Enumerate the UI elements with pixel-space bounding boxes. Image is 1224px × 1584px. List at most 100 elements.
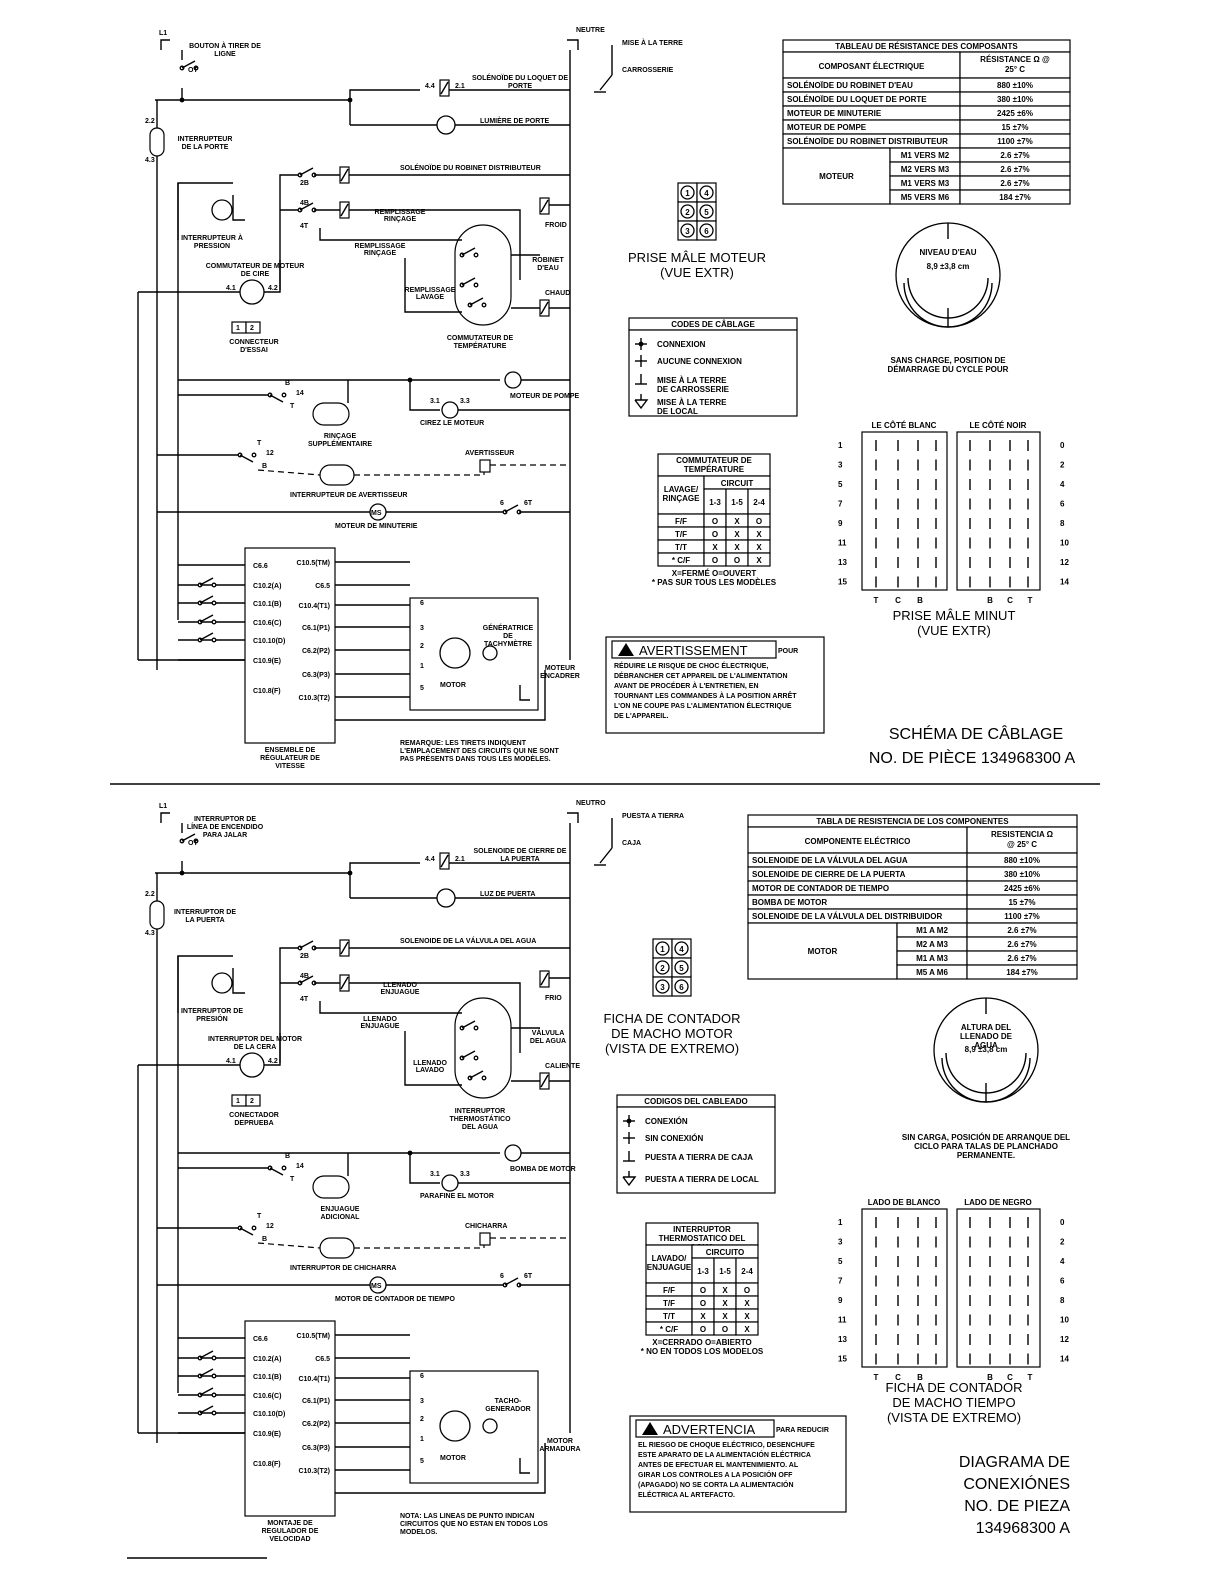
timer-white-label: LADO DE BLANCO [868,1198,940,1207]
timer-left-num: 13 [838,1335,847,1344]
res-table-col1: COMPOSANT ÉLECTRIQUE [819,62,925,71]
warning-line: AVANT DE PROCÉDER À L'ENTRETIEN, EN [614,681,759,690]
switch-blade [181,833,196,842]
timer-white-side [861,431,948,591]
switch-contact [211,582,217,588]
contact-t: T [290,1176,295,1183]
timer-bottom-left: B [917,596,923,605]
contact-t-2: T [257,1213,262,1220]
res-motor-label: MOTEUR [819,172,854,181]
contact-4t: 4T [300,996,309,1003]
extra-rinse-switch [312,402,350,426]
regulator-left-2: C10.1(B) [253,601,281,608]
timer-right-num: 10 [1060,1316,1069,1325]
temp-contact-3 [459,247,479,258]
motor-ground [519,685,530,701]
temp-val: X [734,517,740,526]
timer-right-num: 10 [1060,539,1069,548]
switch-blade [504,1277,519,1286]
warning-lead: PARA REDUCIR [776,1427,829,1434]
switch-4b [297,975,317,986]
res-motor-value: 2.6 ±7% [1007,954,1036,963]
pin-2: 2 [250,325,254,332]
door-switch [149,900,165,930]
res-row-name: SOLÉNOÏDE DU ROBINET D'EAU [787,81,913,90]
switch-blade [299,975,314,984]
plug-pin-circle [680,204,695,219]
res-row-value: 880 ±10% [1004,856,1040,865]
regulator-left-5: C10.9(E) [253,658,281,665]
timer-left-num: 15 [838,578,847,587]
switch-12 [237,1225,257,1236]
switch-blade [199,1387,214,1396]
switch-contact [251,1225,257,1231]
temp-col-1: 1-5 [731,498,743,507]
dispenser-wire [279,947,300,1063]
temp-foot1: X=FERMÉ O=OUVERT [672,569,757,578]
res-motor-cell [747,922,898,980]
timer-right-num: 12 [1060,558,1069,567]
ms-label: MS [371,1283,382,1290]
buzzer-switch-label: INTERRUPTEUR DE AVERTISSEUR [290,492,407,499]
regulator-right-0: C10.5(TM) [297,1333,330,1340]
temp-val: X [744,1325,750,1334]
res-row-name: SOLÉNOÏDE DU LOQUET DE PORTE [787,95,927,104]
timer-bottom-right: C [1007,596,1013,605]
switch-contact [211,1373,217,1379]
hot-label: CALIENTE [545,1063,580,1070]
ms-label: MS [371,510,382,517]
switch-contact [281,392,287,398]
regulator-left-4: C10.10(D) [253,638,285,645]
buzzer-switch [319,464,355,486]
res-motor-value: 184 ±7% [999,193,1031,202]
res-row-value: 15 ±7% [1008,898,1035,907]
motor-plug-caption: PRISE MÂLE MOTEUR(VUE EXTR) [628,250,766,280]
timer-white-label: LE CÔTÉ BLANC [872,421,937,430]
dispenser-wire [279,174,300,290]
timer-left-num: 5 [838,480,843,489]
temp-val: O [744,1286,750,1295]
speed-control-box [244,547,336,744]
switch-12 [237,452,257,463]
res-motor-pair: M5 A M6 [916,968,948,977]
switch-6t [502,504,522,515]
water-level-title: NIVEAU D'EAU [919,248,976,257]
neutral-terminal [567,812,579,823]
regulator-right-1: C6.5 [315,583,330,590]
regulator-switch-2 [197,595,217,606]
timer-left-num: 7 [838,1277,843,1286]
res-row-value: 15 ±7% [1001,123,1028,132]
warning-line: ELÉCTRICA AL ARTEFACTO. [638,1490,735,1499]
temp-row-label: * C/F [660,1325,678,1334]
contact-12: 12 [266,450,274,457]
timer-left-num: 9 [838,1296,843,1305]
timer-right-num: 12 [1060,1335,1069,1344]
door-latch-wire [349,89,420,100]
code-item-1: SIN CONEXIÓN [645,1134,703,1143]
res-table-head-1 [782,51,961,79]
ot-label: OT [188,840,198,847]
hot-valve-solenoid [539,299,550,317]
pin-3-1: 3.1 [430,398,440,405]
timer-right-num: 14 [1060,1355,1069,1364]
water-level-value: 8,9 ±3,8 cm [965,1045,1008,1054]
temp-val: O [700,1299,706,1308]
pin-4-2: 4.2 [268,285,278,292]
contact-2b: 2B [300,953,309,960]
temp-circuit-label: CIRCUITO [706,1248,745,1257]
temp-contact-3 [459,1020,479,1031]
temp-val-cell [747,552,771,567]
switch-blade [461,1020,476,1029]
res-motor-val-cell [959,189,1071,205]
res-table-title: TABLEAU DE RÉSISTANCE DES COMPOSANTS [835,42,1018,51]
